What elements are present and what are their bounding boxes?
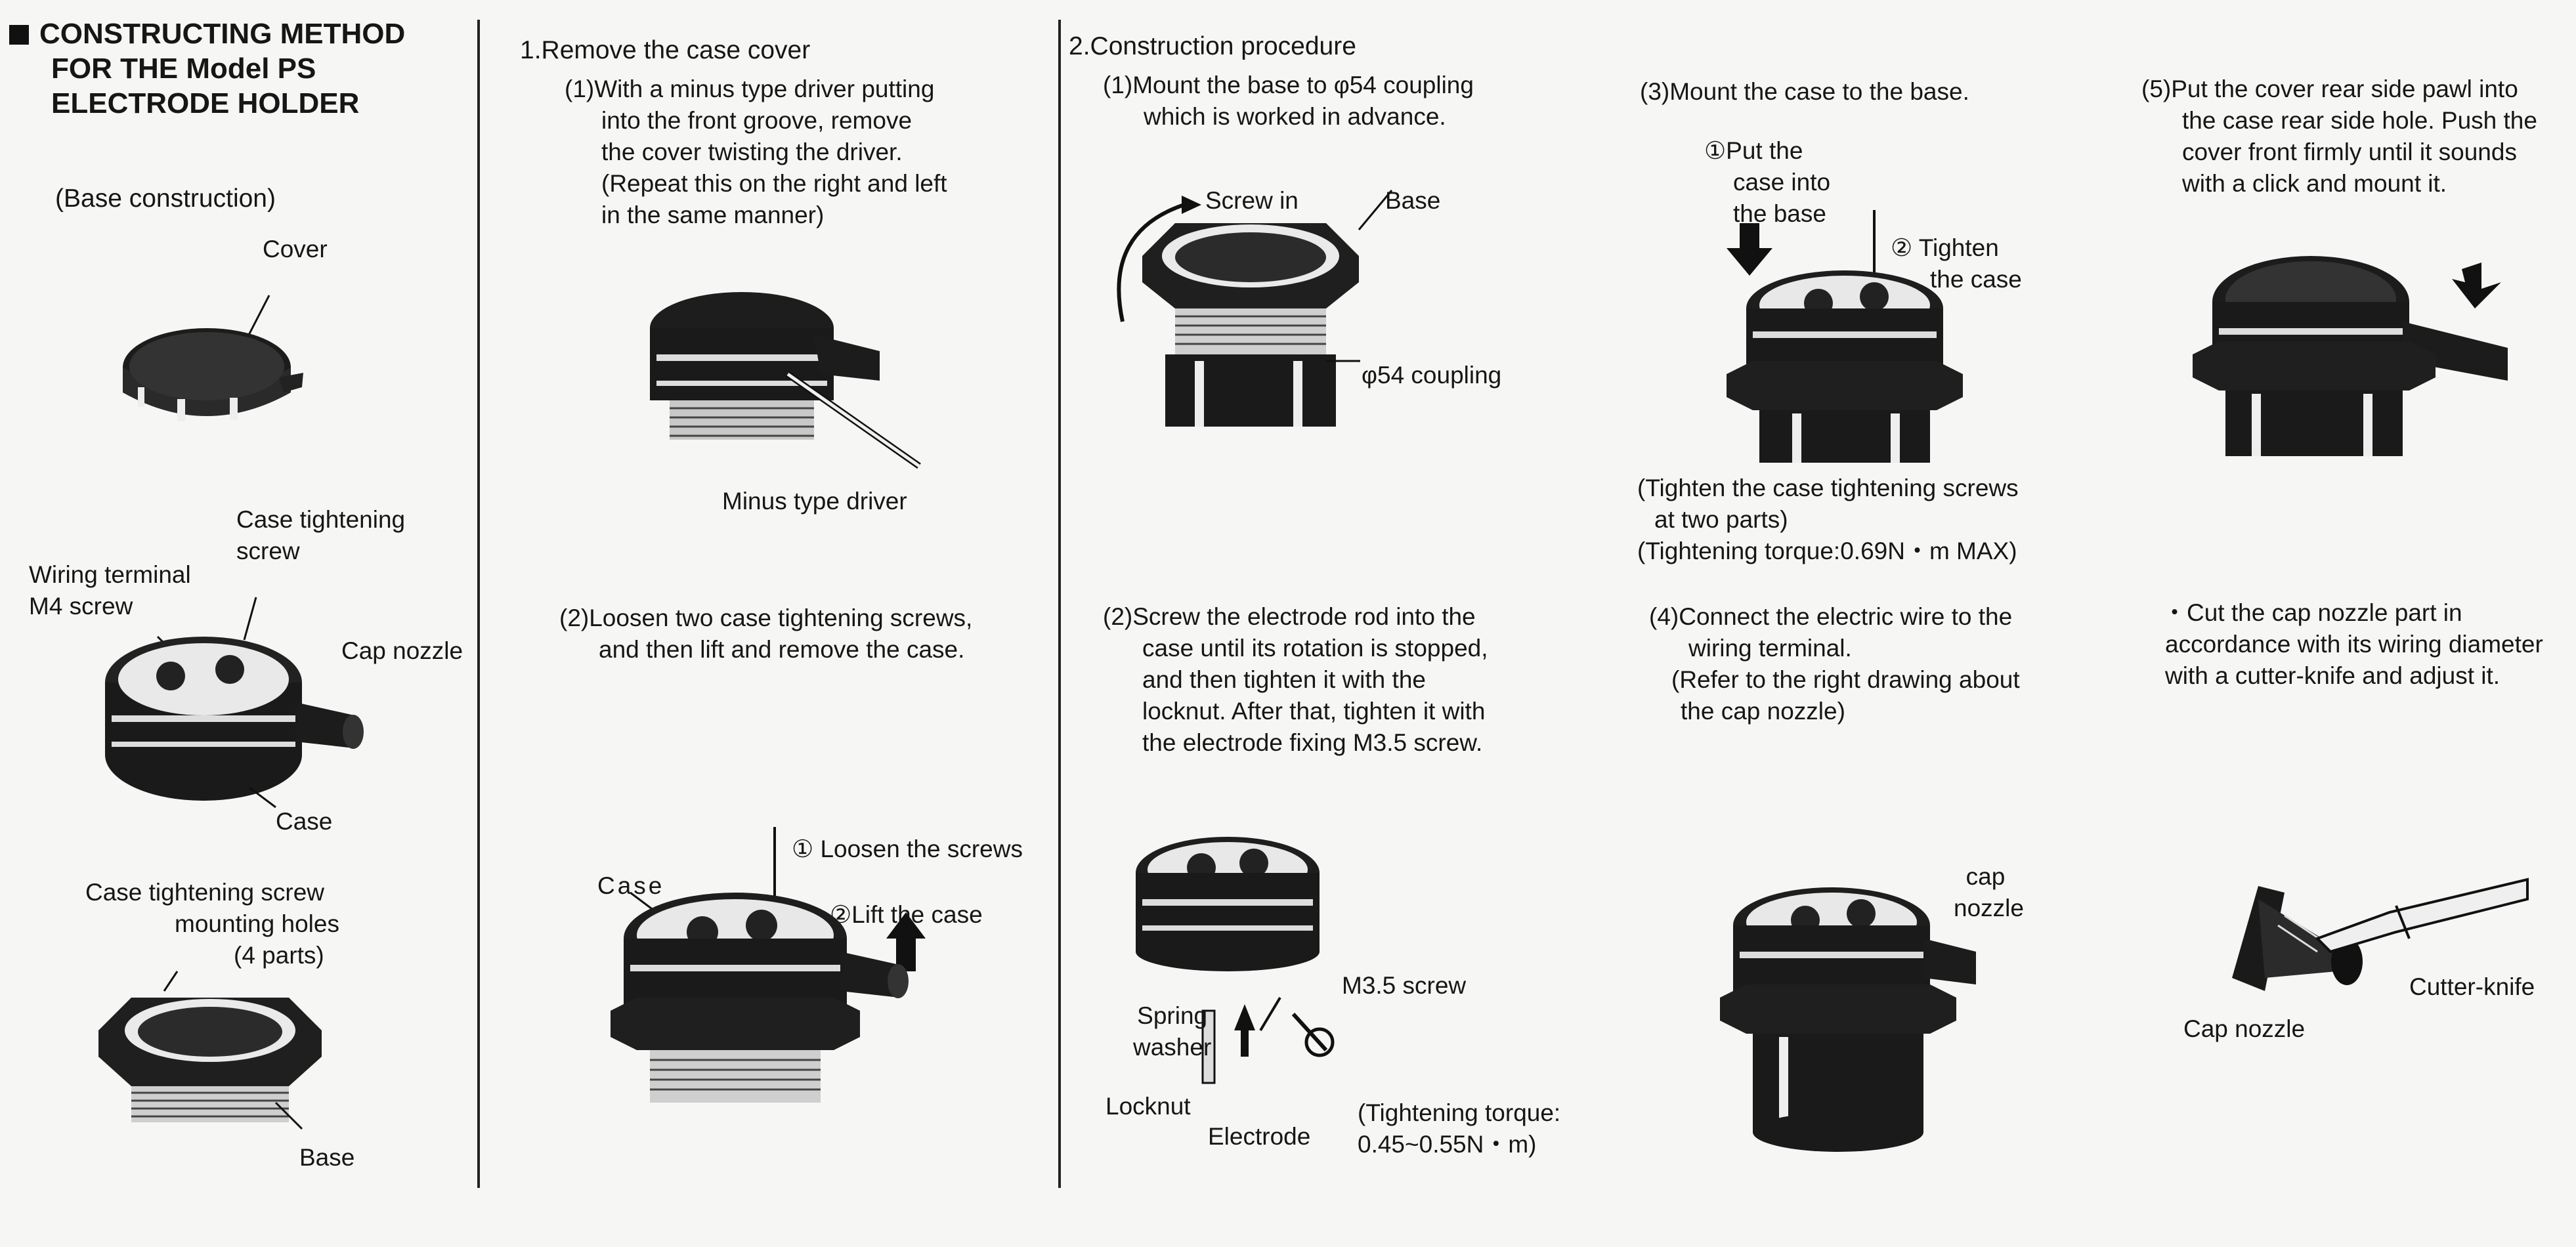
wiring-illustration — [1720, 887, 1976, 1152]
electrode-illustration — [1136, 837, 1335, 1084]
remove-step-2: (2)Loosen two case tightening screws, an… — [559, 604, 973, 664]
electrode-label: Electrode — [1208, 1123, 1311, 1150]
cover-illustration — [123, 295, 303, 421]
remove-step-1: (1)With a minus type driver putting into… — [565, 75, 947, 229]
cover-label: Cover — [263, 236, 328, 263]
remove-heading: 1.Remove the case cover — [520, 36, 811, 64]
base-label: Base — [299, 1144, 355, 1171]
construct-step-1: (1)Mount the base to φ54 coupling which … — [1103, 72, 1474, 131]
m35-screw-label: M3.5 screw — [1342, 972, 1467, 999]
construction-heading: 2.Construction procedure — [1069, 32, 1356, 60]
driver-label: Minus type driver — [722, 488, 907, 515]
case-label-2: Case — [597, 872, 665, 899]
cover-step-5: (5)Put the cover rear side pawl into the… — [2141, 75, 2537, 198]
torque-note-2: (Tightening torque:0.45~0.55N・m) — [1358, 1099, 1561, 1158]
mount-step-3: (3)Mount the case to the base. — [1640, 78, 1969, 105]
case-illustration — [105, 597, 364, 809]
page-title: CONSTRUCTING METHOD FOR THE Model PS ELE… — [9, 17, 405, 121]
put-case-label: ①Put the case into the base — [1704, 137, 1831, 228]
square-bullet-icon — [9, 25, 29, 45]
construct-step-2: (2)Screw the electrode rod into the case… — [1103, 603, 1488, 757]
loosen-screws-label: ① Loosen the screws — [792, 835, 1023, 862]
column-divider — [477, 20, 480, 1188]
mount-base-illustration — [1117, 190, 1393, 427]
remove-cover-illustration — [650, 292, 921, 469]
lift-case-illustration — [611, 827, 926, 1103]
tighten-case-label: ② Tighten the case — [1891, 234, 2022, 293]
case-label: Case — [276, 808, 333, 835]
cap-nozzle-label-3: Cap nozzle — [2183, 1015, 2306, 1042]
cut-nozzle-note: ・Cut the cap nozzle part in accordance w… — [2162, 599, 2543, 690]
base-construction-label: (Base construction) — [55, 184, 276, 213]
coupling-label: φ54 coupling — [1362, 362, 1502, 389]
base-label-2: Base — [1385, 187, 1441, 214]
mounting-holes-label: Case tightening screw mounting holes (4 … — [85, 879, 339, 969]
column-divider — [1058, 20, 1061, 1188]
mount-step-4: (4)Connect the electric wire to the wiri… — [1649, 603, 2020, 725]
tightening-note-3: (Tighten the case tightening screws at t… — [1637, 475, 2019, 565]
locknut-label: Locknut — [1106, 1093, 1191, 1120]
cutter-knife-label: Cutter-knife — [2409, 973, 2535, 1000]
base-illustration — [98, 971, 322, 1130]
cutter-illustration — [2232, 877, 2529, 991]
mount-case-illustration — [1727, 210, 1963, 463]
cap-nozzle-label: Cap nozzle — [341, 637, 463, 664]
screw-in-label: Screw in — [1205, 187, 1299, 214]
cap-nozzle-label-2: cap nozzle — [1954, 863, 2024, 922]
cover-mount-illustration — [2193, 256, 2508, 456]
